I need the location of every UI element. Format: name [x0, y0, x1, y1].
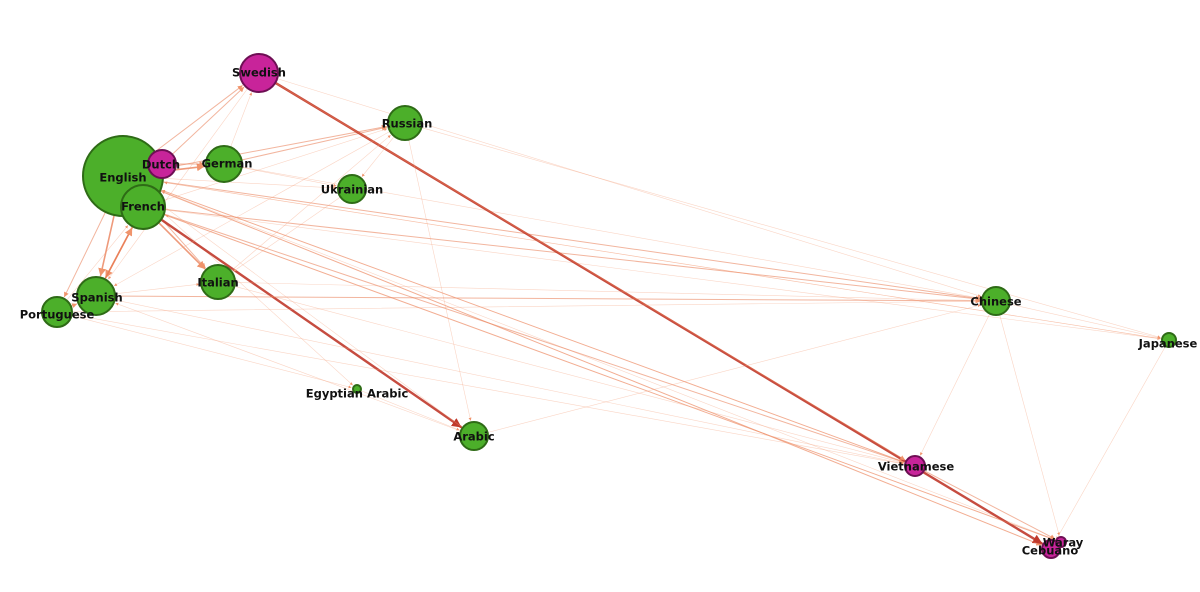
- edge-english-to-egyptian_arabic: [152, 202, 353, 386]
- node-vietnamese: [904, 455, 926, 477]
- edge-english-to-portuguese: [63, 211, 106, 298]
- node-russian: [387, 105, 423, 141]
- edge-vietnamese-to-waray: [923, 470, 1056, 540]
- node-egyptian-arabic: [352, 384, 362, 394]
- edge-japanese-to-cebuano: [1056, 345, 1166, 540]
- node-italian: [200, 264, 236, 300]
- edge-arabic-to-chinese: [487, 304, 981, 433]
- node-spanish: [76, 276, 116, 316]
- edge-english-to-spanish: [98, 214, 115, 277]
- edge-german-to-russian: [241, 125, 387, 161]
- node-label-russian: Russian: [382, 117, 433, 131]
- node-label-arabic: Arabic: [453, 430, 495, 444]
- node-label-spanish: Spanish: [71, 291, 122, 305]
- node-label-swedish: Swedish: [232, 66, 286, 80]
- node-label-german: German: [202, 157, 253, 171]
- edge-russian-to-ukrainian: [361, 136, 395, 177]
- edge-french-to-italian: [157, 221, 206, 270]
- edge-swedish-to-spanish: [108, 88, 249, 280]
- node-label-italian: Italian: [197, 276, 238, 290]
- edge-russian-to-spanish: [114, 131, 391, 287]
- node-label-chinese: Chinese: [970, 295, 1021, 309]
- edge-french-to-japanese: [164, 209, 1161, 340]
- node-label-egyptian-arabic: Egyptian Arabic: [306, 387, 409, 401]
- edge-portuguese-to-egyptian_arabic: [71, 315, 352, 389]
- edge-spanish-to-vietnamese: [114, 299, 904, 465]
- edge-chinese-to-waray: [999, 314, 1060, 536]
- edge-french-to-chinese: [164, 208, 981, 302]
- node-label-ukrainian: Ukrainian: [321, 183, 383, 197]
- edge-vietnamese-to-english: [162, 189, 906, 463]
- node-dutch: [147, 149, 177, 179]
- edge-russian-to-japanese: [421, 127, 1161, 339]
- nodes-layer: [41, 53, 1177, 559]
- node-label-english: English: [99, 171, 146, 185]
- edge-cebuano-to-english: [161, 191, 1043, 546]
- node-portuguese: [41, 296, 73, 328]
- node-label-cebuano: Cebuano: [1022, 544, 1079, 558]
- edge-german-to-ukrainian: [241, 167, 337, 187]
- node-french: [120, 184, 166, 230]
- edge-swedish-to-vietnamese: [274, 82, 906, 461]
- node-arabic: [459, 421, 489, 451]
- edge-portuguese-to-spanish: [70, 303, 78, 309]
- edge-english-to-swedish: [154, 85, 243, 153]
- edge-ukrainian-to-italian: [233, 196, 341, 272]
- edges-layer: [63, 78, 1166, 546]
- node-swedish: [239, 53, 279, 93]
- edge-italian-to-vietnamese: [234, 285, 904, 464]
- edge-chinese-to-vietnamese: [919, 313, 991, 456]
- edge-arabic-to-spanish: [115, 302, 462, 432]
- node-label-vietnamese: Vietnamese: [878, 460, 955, 474]
- node-japanese: [1161, 332, 1177, 348]
- node-waray: [1055, 536, 1067, 548]
- edge-arabic-to-english: [156, 200, 464, 429]
- edge-portuguese-to-french: [66, 225, 129, 301]
- node-chinese: [981, 286, 1011, 316]
- edge-english-to-vietnamese: [160, 189, 905, 463]
- node-label-waray: Waray: [1043, 536, 1084, 550]
- edge-english-to-ukrainian: [162, 178, 337, 190]
- edge-egyptian_arabic-to-arabic: [360, 390, 460, 431]
- node-german: [205, 145, 243, 183]
- edge-german-to-swedish: [230, 92, 252, 148]
- edge-french-to-vietnamese: [163, 213, 905, 464]
- edge-spanish-to-chinese: [114, 295, 981, 304]
- edge-english-to-chinese: [162, 181, 981, 301]
- edge-portuguese-to-vietnamese: [71, 314, 904, 465]
- node-ukrainian: [337, 174, 367, 204]
- edge-french-to-arabic: [159, 218, 462, 429]
- node-cebuano: [1041, 539, 1061, 559]
- node-label-dutch: Dutch: [142, 158, 180, 172]
- edge-spanish-to-french: [104, 227, 133, 281]
- edge-english-to-cebuano: [159, 190, 1042, 546]
- edge-french-to-waray: [163, 214, 1055, 541]
- edge-russian-to-arabic: [408, 139, 472, 421]
- edge-french-to-russian: [163, 128, 388, 201]
- edge-dutch-to-swedish: [171, 86, 245, 155]
- node-label-japanese: Japanese: [1138, 337, 1198, 351]
- edge-portuguese-to-chinese: [71, 299, 981, 313]
- edge-english-to-waray: [160, 190, 1055, 540]
- edge-spanish-to-italian: [114, 283, 200, 295]
- node-label-portuguese: Portuguese: [20, 308, 95, 322]
- edge-waray-to-french: [165, 214, 1057, 541]
- edge-italian-to-chinese: [234, 282, 981, 303]
- edge-chinese-to-japanese: [1009, 303, 1161, 339]
- edge-italian-to-russian: [230, 135, 391, 272]
- node-label-french: French: [121, 200, 165, 214]
